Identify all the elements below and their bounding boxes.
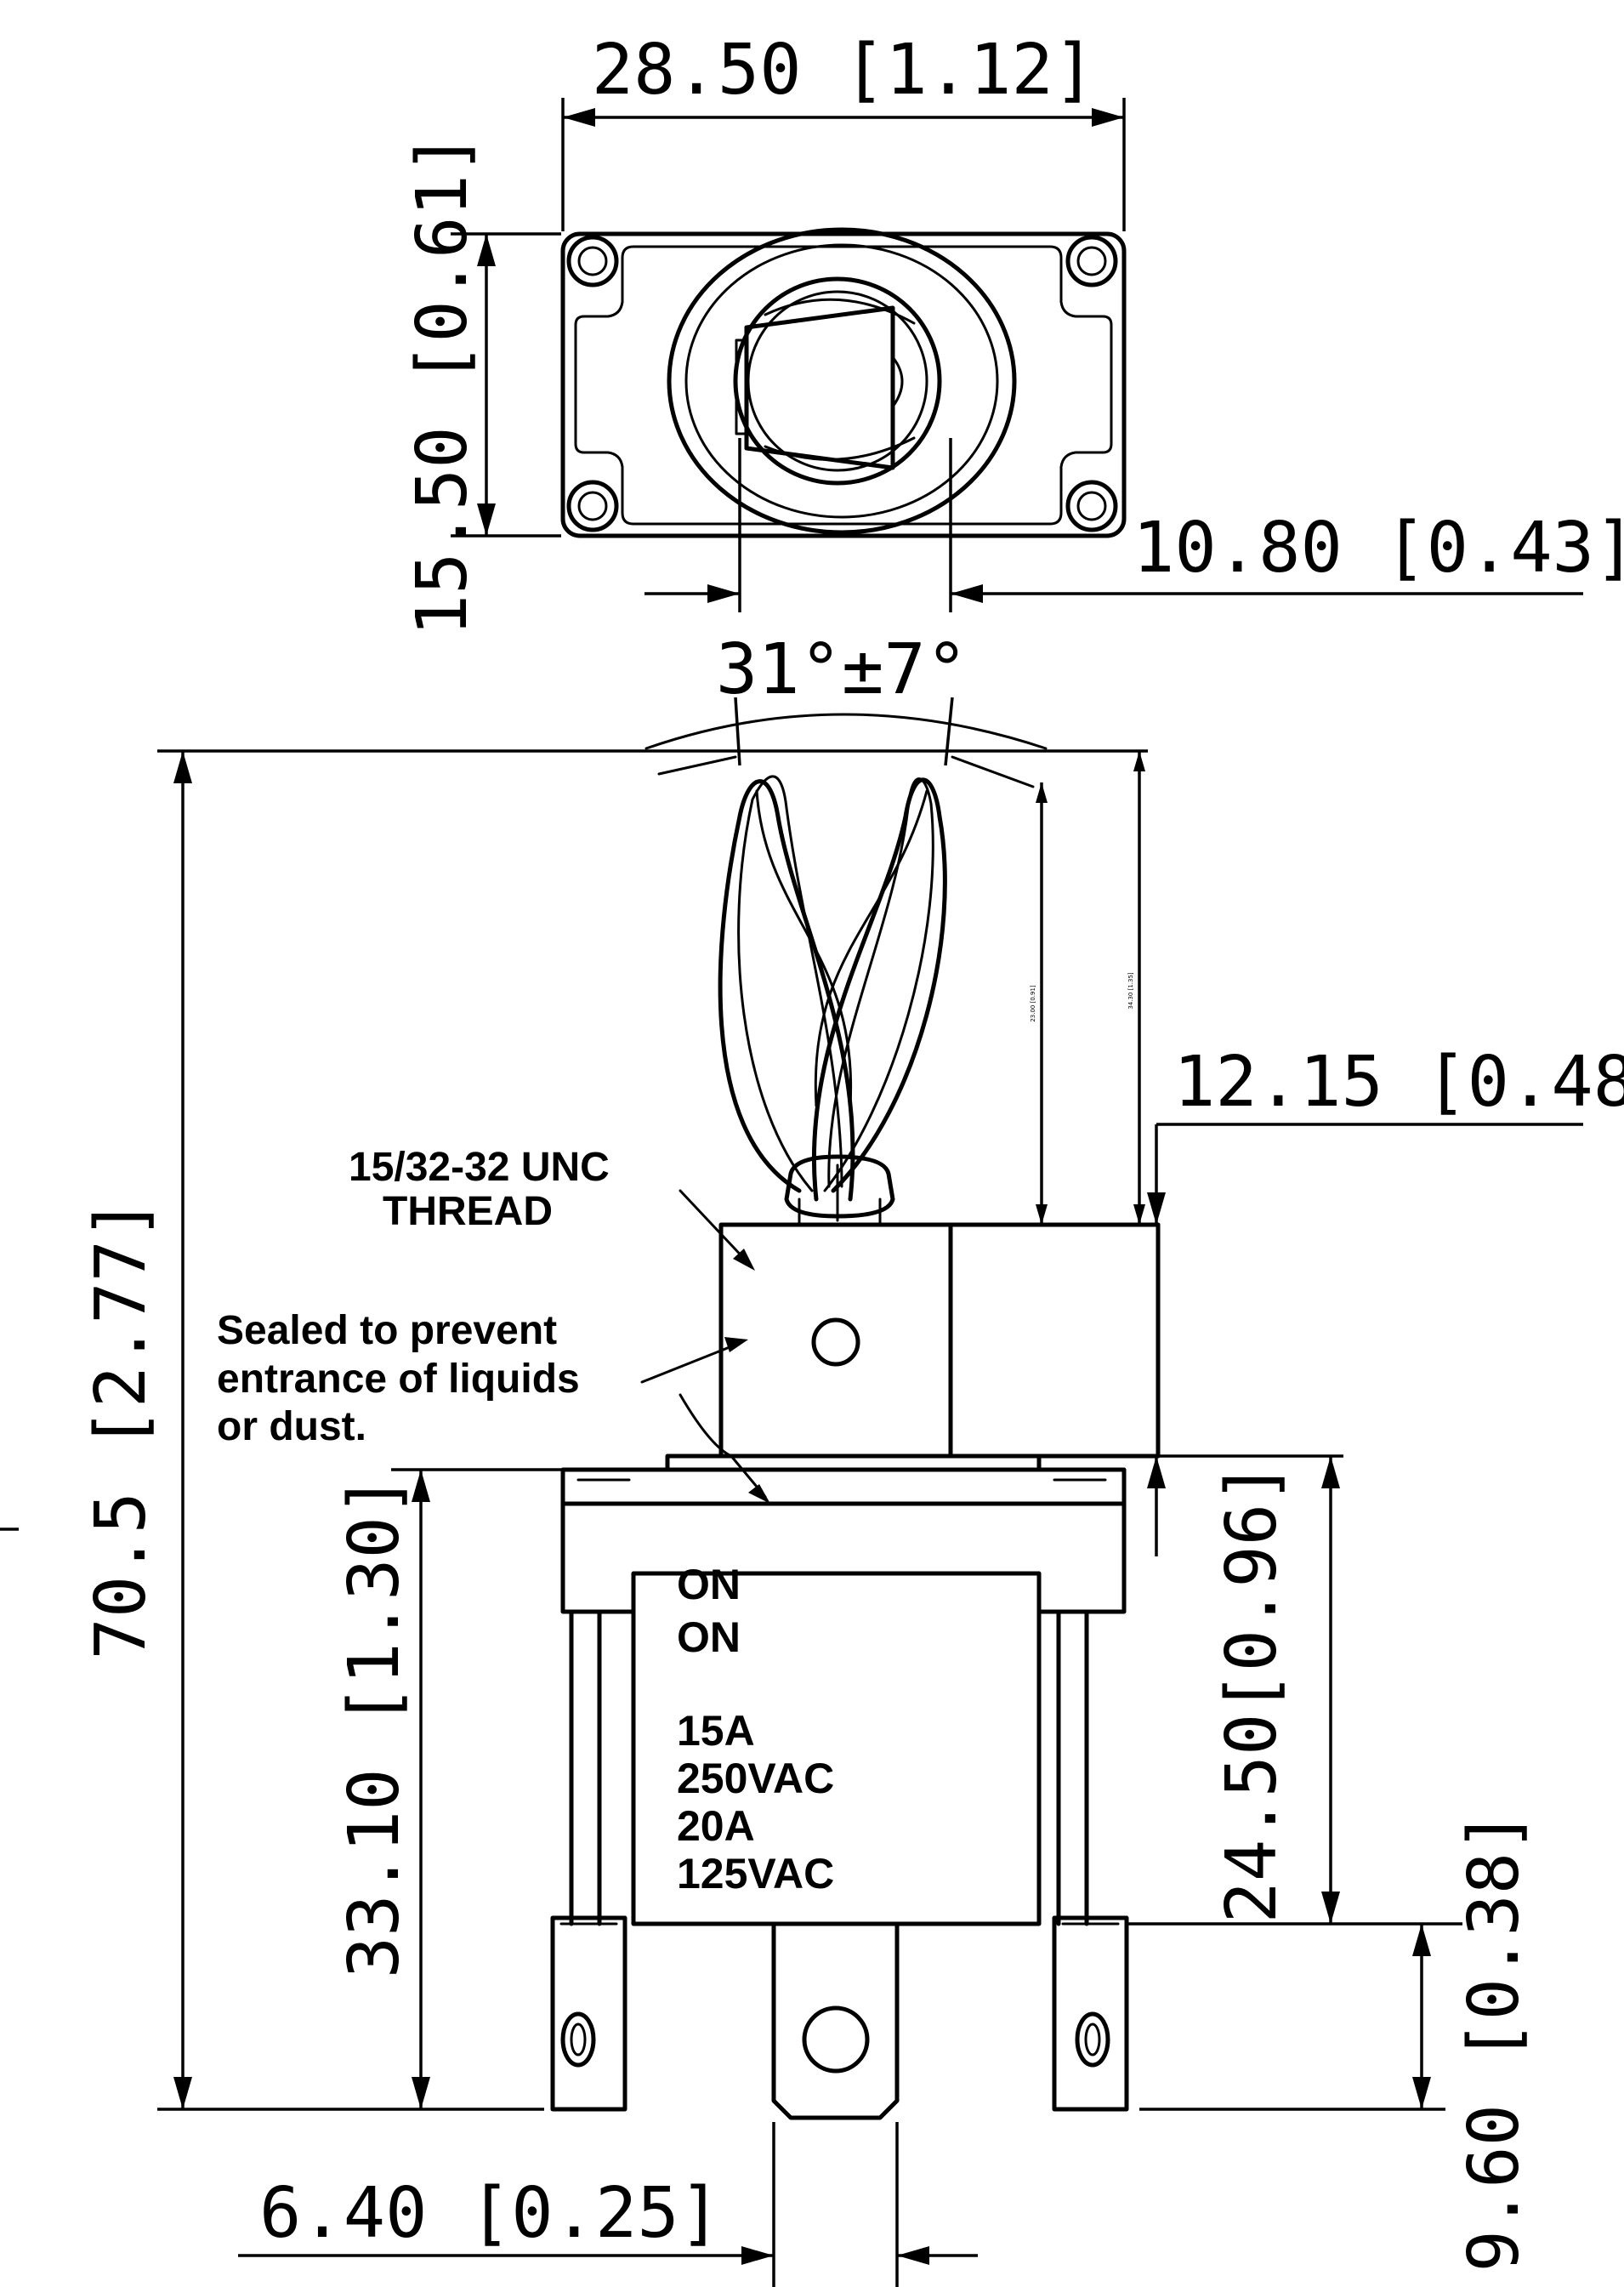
seal-note-line-1: Sealed to prevent bbox=[217, 1308, 557, 1353]
mounting-hole-top-left bbox=[566, 235, 619, 287]
seal-note-line-2: entrance of liquids bbox=[217, 1357, 580, 1402]
mounting-hole-bottom-left bbox=[566, 480, 619, 532]
bushing-outline bbox=[667, 227, 1017, 535]
bushing-height-label: 12.15 [0.48] bbox=[1173, 1042, 1624, 1123]
seal-note-line-3: or dust. bbox=[217, 1404, 366, 1449]
side-view-dimensions: 31°±7° 70.5 [2.77] 23.00 [0.91] 34.30 [1… bbox=[0, 629, 1624, 2287]
lever-paddle bbox=[718, 775, 947, 1226]
body-to-terminal-label: 24.50[0.96] bbox=[1212, 1461, 1292, 1923]
angle-dimension-label: 31°±7° bbox=[716, 629, 968, 710]
rating-3: 20A bbox=[677, 1802, 755, 1850]
rating-1: 15A bbox=[677, 1707, 755, 1755]
switch-body bbox=[560, 1501, 1127, 1614]
thread-note-line-1: 15/32-32 UNC bbox=[349, 1145, 610, 1190]
terminal-length-label: 9.60 [0.38] bbox=[1454, 1810, 1535, 2272]
marking-on-1: ON bbox=[677, 1561, 741, 1608]
lever-head bbox=[744, 305, 895, 470]
thread-note-line-2: THREAD bbox=[383, 1189, 553, 1234]
top-view-dimensions: 28.50 [1.12] 15.50 [0.61] 10.80 [0.43] bbox=[402, 30, 1624, 636]
bushing-dimension-label: 10.80 [0.43] bbox=[1133, 508, 1624, 589]
rating-2: 250VAC bbox=[677, 1755, 834, 1802]
body-height-label: 33.10 [1.30] bbox=[334, 1475, 415, 1978]
terminal-width-label: 6.40 [0.25] bbox=[259, 2173, 721, 2254]
mounting-hole-bottom-right bbox=[1065, 480, 1118, 532]
marking-on-2: ON bbox=[677, 1613, 741, 1661]
rating-4: 125VAC bbox=[677, 1850, 834, 1897]
mounting-hole-top-right bbox=[1065, 235, 1118, 287]
side-view: ON ON 15A 250VAC 20A 125VAC bbox=[550, 697, 1161, 2120]
terminal-right bbox=[1052, 1915, 1129, 2112]
top-view-housing bbox=[560, 231, 1127, 538]
top-view bbox=[560, 227, 1127, 538]
terminal-center bbox=[771, 1921, 900, 2120]
notes: 15/32-32 UNC THREAD Sealed to prevent en… bbox=[217, 1145, 770, 1504]
lever-height-label: 23.00 [0.91] bbox=[1030, 985, 1036, 1022]
height-dimension-label: 15.50 [0.61] bbox=[402, 133, 483, 636]
overall-height-label: 70.5 [2.77] bbox=[81, 1198, 162, 1659]
terminal-left bbox=[550, 1915, 627, 2112]
threaded-bushing bbox=[718, 1222, 953, 1459]
bushing-keyway bbox=[811, 1317, 860, 1367]
width-dimension-label: 28.50 [1.12] bbox=[592, 30, 1095, 111]
mounting-flange bbox=[560, 1467, 1127, 1506]
top-view-inner-outline bbox=[574, 245, 1113, 526]
lever-total-label: 34.30 [1.35] bbox=[1127, 972, 1134, 1010]
